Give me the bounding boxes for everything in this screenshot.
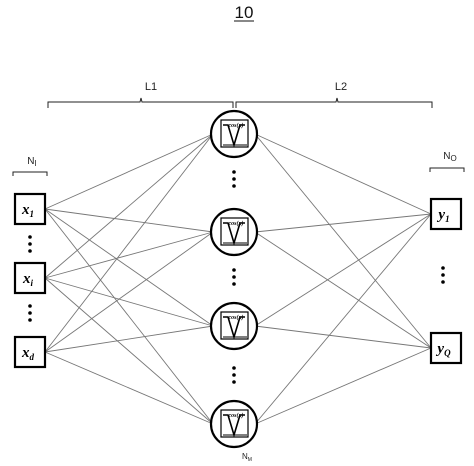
- svg-text:NI: NI: [27, 156, 36, 168]
- activation-label: cos(x): [229, 314, 244, 321]
- connection-hidden-3-output-1: [254, 213, 432, 327]
- input-node-label: x1: [21, 202, 34, 219]
- connections: [44, 133, 432, 425]
- connection-input-2-hidden-2: [44, 231, 214, 279]
- connection-input-3-hidden-1: [44, 133, 214, 353]
- connection-hidden-3-output-2: [254, 325, 432, 349]
- connection-input-3-hidden-3: [44, 325, 214, 353]
- cosine-activation-icon: [220, 409, 249, 438]
- figure-number: 10: [235, 3, 254, 22]
- output-node-1: y1: [429, 197, 463, 231]
- layer-brace-l1: [47, 97, 234, 108]
- hidden-ellipsis-1: [232, 170, 236, 188]
- input-node-2: xi: [13, 261, 47, 295]
- cosine-activation-icon: [220, 119, 249, 148]
- input-node-3: xd: [13, 335, 47, 369]
- layer-brace-l2: [235, 97, 433, 108]
- connection-hidden-1-output-2: [254, 133, 432, 349]
- connection-input-1-hidden-4: [44, 208, 214, 425]
- connection-input-1-hidden-1: [44, 133, 214, 210]
- connection-input-1-hidden-2: [44, 208, 214, 233]
- output-node-label: y1: [436, 207, 449, 224]
- nodes: x1 xi xd y1 yQ cos(x) cos(x) cos(x) cos(x): [13, 109, 463, 449]
- output-node-2: yQ: [429, 331, 463, 365]
- svg-text:NM: NM: [242, 452, 252, 463]
- cosine-activation-icon: [220, 217, 249, 246]
- input-ellipsis-lower: [28, 304, 32, 322]
- hidden-ellipsis-3: [232, 366, 236, 384]
- output-ellipsis: [441, 266, 445, 284]
- connection-input-2-hidden-1: [44, 133, 214, 279]
- input-node-label: xi: [22, 271, 34, 288]
- connection-hidden-2-output-1: [254, 213, 432, 233]
- hidden-group-label: NM: [242, 452, 252, 463]
- hidden-node-3: cos(x): [209, 301, 259, 351]
- activation-label: cos(x): [229, 412, 244, 419]
- connection-input-2-hidden-4: [44, 277, 214, 425]
- hidden-node-4: cos(x): [209, 399, 259, 449]
- layer-label-l1: L1: [145, 81, 157, 93]
- hidden-node-1: cos(x): [209, 109, 259, 159]
- layer-label-l2: L2: [335, 81, 347, 93]
- hidden-node-2: cos(x): [209, 207, 259, 257]
- connection-hidden-2-output-2: [254, 231, 432, 349]
- connection-input-2-hidden-3: [44, 277, 214, 327]
- connection-hidden-1-output-1: [254, 133, 432, 215]
- activation-label: cos(x): [229, 220, 244, 227]
- ellipsis-dots: [28, 170, 445, 384]
- connection-input-3-hidden-4: [44, 351, 214, 425]
- input-group-label: NI: [12, 156, 48, 176]
- output-node-label: yQ: [435, 341, 451, 358]
- input-ellipsis-upper: [28, 235, 32, 253]
- hidden-ellipsis-2: [232, 268, 236, 286]
- connection-hidden-4-output-2: [254, 347, 432, 425]
- svg-text:NO: NO: [443, 151, 456, 163]
- input-node-1: x1: [13, 192, 47, 226]
- connection-input-3-hidden-2: [44, 231, 214, 353]
- connection-input-1-hidden-3: [44, 208, 214, 327]
- activation-label: cos(x): [229, 122, 244, 129]
- cosine-activation-icon: [220, 311, 249, 340]
- input-node-label: xd: [21, 345, 35, 362]
- connection-hidden-4-output-1: [254, 213, 432, 425]
- output-group-label: NO: [429, 151, 465, 172]
